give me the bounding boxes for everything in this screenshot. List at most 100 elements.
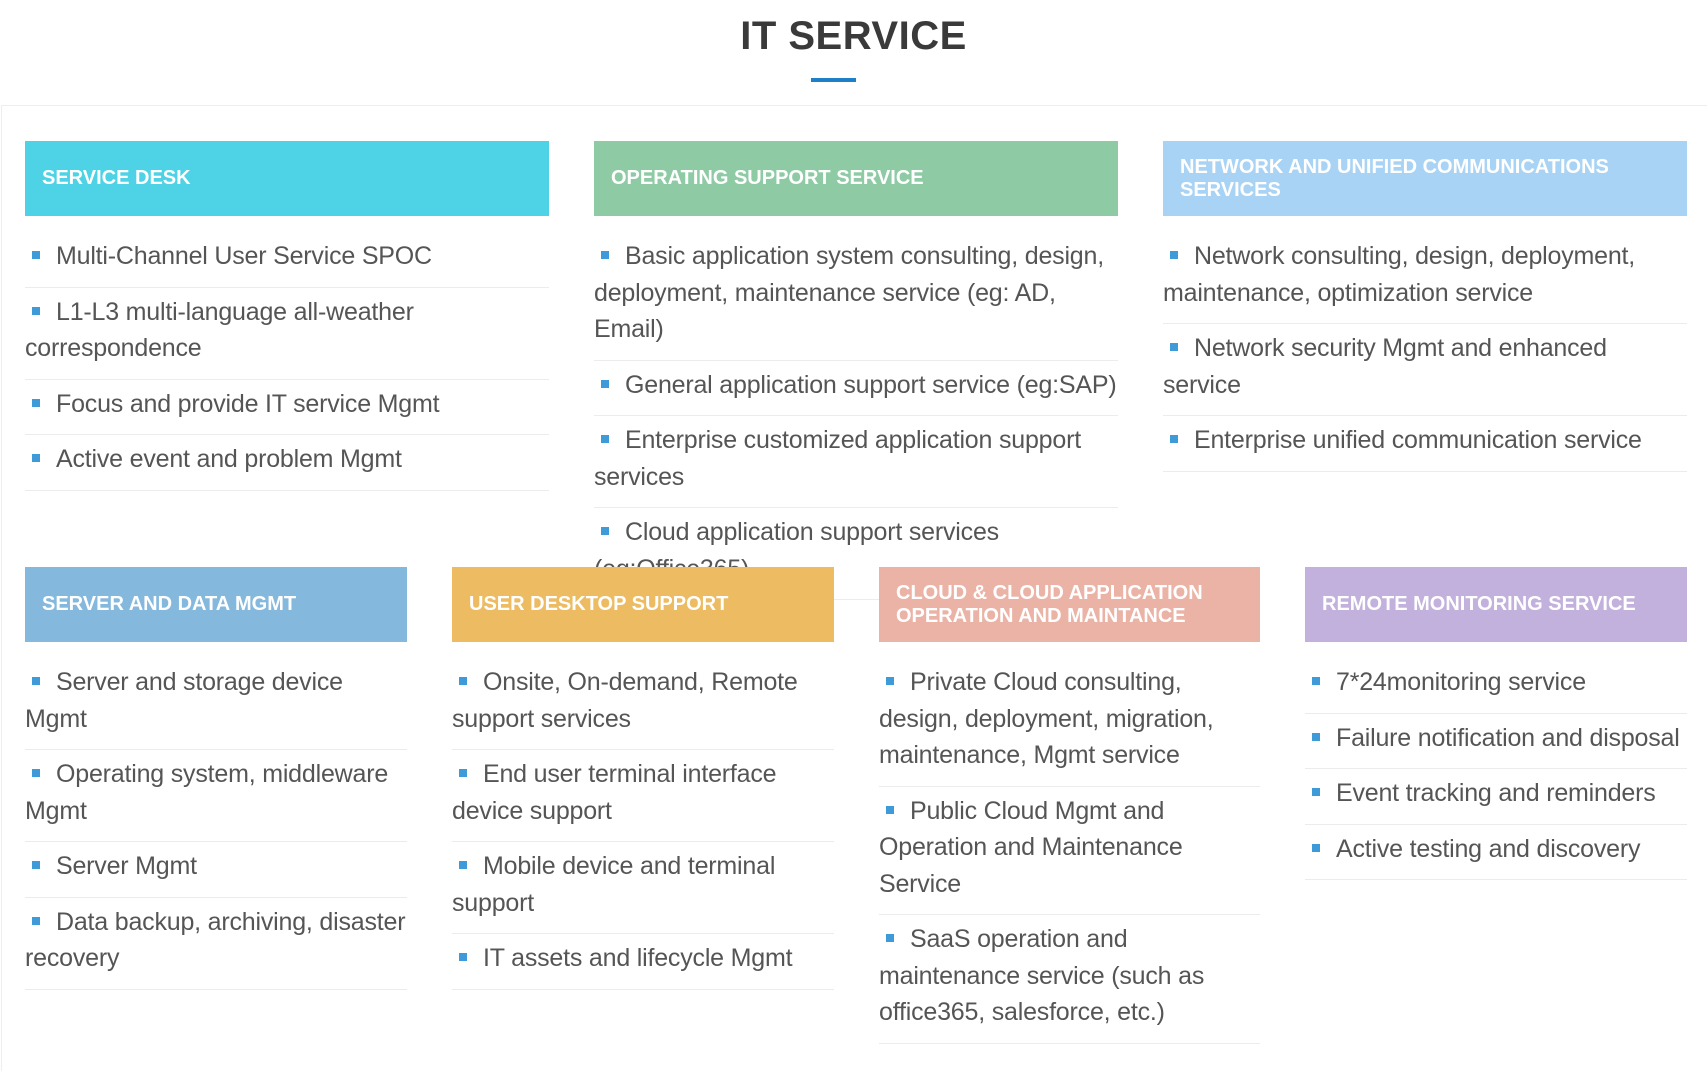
server-data-card: SERVER AND DATA MGMT Server and storage … xyxy=(25,567,407,990)
card-title: REMOTE MONITORING SERVICE xyxy=(1322,593,1636,615)
list-item: Network security Mgmt and enhanced servi… xyxy=(1163,324,1687,416)
list-item: General application support service (eg:… xyxy=(594,361,1118,416)
card-title: OPERATING SUPPORT SERVICE xyxy=(611,167,924,189)
list-item: Active testing and discovery xyxy=(1305,825,1687,880)
item-text: Focus and provide IT service Mgmt xyxy=(56,389,440,418)
square-bullet-icon xyxy=(459,861,467,870)
card-header: NETWORK AND UNIFIED COMMUNICATIONS SERVI… xyxy=(1163,141,1687,216)
list-item: Onsite, On-demand, Remote support servic… xyxy=(452,658,834,750)
card-header: OPERATING SUPPORT SERVICE xyxy=(594,141,1118,216)
card-list: Private Cloud consulting, design, deploy… xyxy=(879,658,1260,1044)
card-title: NETWORK AND UNIFIED COMMUNICATIONS SERVI… xyxy=(1180,155,1609,201)
list-item: Mobile device and terminal support xyxy=(452,842,834,934)
list-item: Server Mgmt xyxy=(25,842,407,898)
square-bullet-icon xyxy=(32,916,40,925)
item-text: Operating system, middleware Mgmt xyxy=(25,760,389,825)
square-bullet-icon xyxy=(601,435,609,444)
square-bullet-icon xyxy=(1312,843,1320,852)
square-bullet-icon xyxy=(32,861,40,870)
square-bullet-icon xyxy=(1312,732,1320,741)
card-list: 7*24monitoring service Failure notificat… xyxy=(1305,658,1687,880)
service-desk-card: SERVICE DESK Multi-Channel User Service … xyxy=(25,141,549,491)
remote-monitoring-card: REMOTE MONITORING SERVICE 7*24monitoring… xyxy=(1305,567,1687,880)
list-item: Private Cloud consulting, design, deploy… xyxy=(879,658,1260,787)
operating-support-card: OPERATING SUPPORT SERVICE Basic applicat… xyxy=(594,141,1118,600)
card-title: SERVICE DESK xyxy=(42,167,191,189)
item-text: Enterprise unified communication service xyxy=(1194,426,1642,454)
list-item: Enterprise unified communication service xyxy=(1163,416,1687,472)
list-item: End user terminal interface device suppo… xyxy=(452,750,834,842)
square-bullet-icon xyxy=(32,454,40,463)
item-text: Public Cloud Mgmt and Operation and Main… xyxy=(879,796,1183,898)
list-item: Failure notification and disposal xyxy=(1305,714,1687,769)
square-bullet-icon xyxy=(1170,435,1178,444)
list-item: Event tracking and reminders xyxy=(1305,769,1687,825)
list-item: Multi-Channel User Service SPOC xyxy=(25,232,549,288)
square-bullet-icon xyxy=(886,934,894,943)
list-item: Server and storage device Mgmt xyxy=(25,658,407,750)
list-item: Network consulting, design, deployment, … xyxy=(1163,232,1687,324)
item-text: Active testing and discovery xyxy=(1336,834,1641,863)
desktop-support-card: USER DESKTOP SUPPORT Onsite, On-demand, … xyxy=(452,567,834,990)
list-item: 7*24monitoring service xyxy=(1305,658,1687,714)
square-bullet-icon xyxy=(32,398,40,407)
item-text: L1-L3 multi-language all-weather corresp… xyxy=(25,297,414,363)
item-text: Multi-Channel User Service SPOC xyxy=(56,242,432,270)
square-bullet-icon xyxy=(886,677,894,686)
item-text: SaaS operation and maintenance service (… xyxy=(879,925,1205,1026)
list-item: Focus and provide IT service Mgmt xyxy=(25,380,549,435)
page-title: IT SERVICE xyxy=(740,14,967,58)
card-list: Multi-Channel User Service SPOC L1-L3 mu… xyxy=(25,232,549,491)
square-bullet-icon xyxy=(886,805,894,814)
square-bullet-icon xyxy=(32,306,40,315)
card-title: SERVER AND DATA MGMT xyxy=(42,593,297,615)
list-item: Data backup, archiving, disaster recover… xyxy=(25,898,407,990)
square-bullet-icon xyxy=(459,769,467,778)
item-text: Private Cloud consulting, design, deploy… xyxy=(879,668,1214,769)
square-bullet-icon xyxy=(32,769,40,778)
card-title: CLOUD & CLOUD APPLICATION OPERATION AND … xyxy=(896,581,1203,627)
square-bullet-icon xyxy=(459,953,467,962)
card-list: Server and storage device Mgmt Operating… xyxy=(25,658,407,990)
list-item: L1-L3 multi-language all-weather corresp… xyxy=(25,288,549,380)
item-text: Active event and problem Mgmt xyxy=(56,445,402,473)
square-bullet-icon xyxy=(1312,788,1320,797)
network-uc-card: NETWORK AND UNIFIED COMMUNICATIONS SERVI… xyxy=(1163,141,1687,472)
square-bullet-icon xyxy=(32,251,40,260)
item-text: Server Mgmt xyxy=(56,852,197,880)
card-header: USER DESKTOP SUPPORT xyxy=(452,567,834,642)
card-header: SERVER AND DATA MGMT xyxy=(25,567,407,642)
square-bullet-icon xyxy=(1312,677,1320,686)
item-text: Failure notification and disposal xyxy=(1336,723,1680,752)
card-list: Onsite, On-demand, Remote support servic… xyxy=(452,658,834,990)
item-text: Server and storage device Mgmt xyxy=(25,668,343,733)
square-bullet-icon xyxy=(601,527,609,536)
square-bullet-icon xyxy=(459,677,467,686)
square-bullet-icon xyxy=(601,251,609,260)
list-item: SaaS operation and maintenance service (… xyxy=(879,915,1260,1044)
square-bullet-icon xyxy=(1170,343,1178,352)
item-text: Network consulting, design, deployment, … xyxy=(1163,242,1636,307)
item-text: Data backup, archiving, disaster recover… xyxy=(25,907,406,973)
list-item: Active event and problem Mgmt xyxy=(25,435,549,491)
page-header: IT SERVICE xyxy=(0,0,1707,106)
list-item: Enterprise customized application suppor… xyxy=(594,416,1118,508)
card-title: USER DESKTOP SUPPORT xyxy=(469,593,729,615)
item-text: Event tracking and reminders xyxy=(1336,779,1656,807)
square-bullet-icon xyxy=(32,677,40,686)
list-item: Operating system, middleware Mgmt xyxy=(25,750,407,842)
card-list: Basic application system consulting, des… xyxy=(594,232,1118,600)
cloud-card: CLOUD & CLOUD APPLICATION OPERATION AND … xyxy=(879,567,1260,1044)
card-header: REMOTE MONITORING SERVICE xyxy=(1305,567,1687,642)
item-text: End user terminal interface device suppo… xyxy=(452,760,777,825)
square-bullet-icon xyxy=(601,379,609,388)
list-item: Basic application system consulting, des… xyxy=(594,232,1118,361)
title-underline xyxy=(811,78,856,82)
list-item: Public Cloud Mgmt and Operation and Main… xyxy=(879,787,1260,915)
item-text: Enterprise customized application suppor… xyxy=(594,426,1081,491)
item-text: IT assets and lifecycle Mgmt xyxy=(483,944,793,972)
item-text: Basic application system consulting, des… xyxy=(594,242,1104,343)
item-text: Mobile device and terminal support xyxy=(452,852,776,917)
list-item: IT assets and lifecycle Mgmt xyxy=(452,934,834,990)
card-header: SERVICE DESK xyxy=(25,141,549,216)
